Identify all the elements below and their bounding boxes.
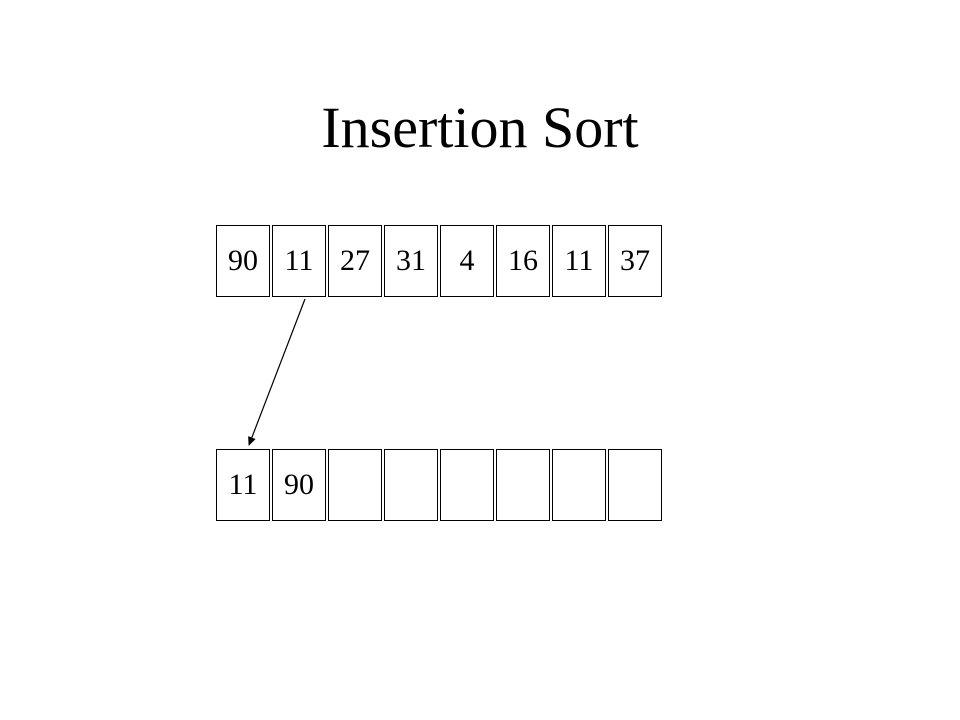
sorted-cell: 11 xyxy=(216,449,270,521)
input-cell: 90 xyxy=(216,225,270,297)
sorted-cell xyxy=(384,449,438,521)
sorted-cell xyxy=(496,449,550,521)
input-cell: 31 xyxy=(384,225,438,297)
input-cell: 37 xyxy=(608,225,662,297)
sorted-array: 11 90 xyxy=(216,449,662,521)
input-cell: 27 xyxy=(328,225,382,297)
sorted-cell xyxy=(608,449,662,521)
slide-title: Insertion Sort xyxy=(321,95,639,160)
sorted-cell: 90 xyxy=(272,449,326,521)
sorted-cell xyxy=(328,449,382,521)
input-array: 90 11 27 31 4 16 11 37 xyxy=(216,225,662,297)
arrow-line xyxy=(248,298,306,446)
input-cell: 4 xyxy=(440,225,494,297)
input-cell: 16 xyxy=(496,225,550,297)
input-cell: 11 xyxy=(552,225,606,297)
sorted-cell xyxy=(552,449,606,521)
input-cell: 11 xyxy=(272,225,326,297)
sorted-cell xyxy=(440,449,494,521)
